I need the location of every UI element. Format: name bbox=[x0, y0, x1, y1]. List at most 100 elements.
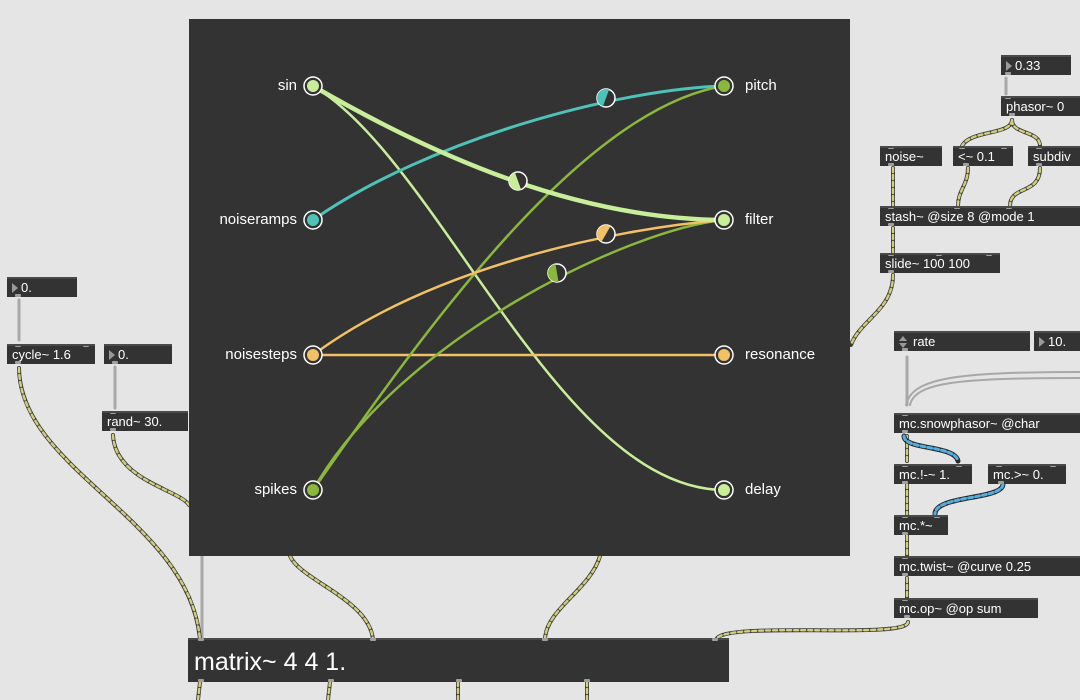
rate-attrui[interactable]: rate bbox=[894, 331, 1030, 351]
output-node-delay-icon bbox=[714, 480, 734, 500]
number-box-033[interactable]: 0.33 bbox=[1001, 55, 1071, 75]
matrix-object-text: matrix~ 4 4 1. bbox=[194, 648, 347, 676]
connection-spikes-filter bbox=[311, 218, 726, 492]
mc-not-object[interactable]: mc.!-~ 1. bbox=[894, 464, 972, 484]
slide-object[interactable]: slide~ 100 100 bbox=[880, 253, 1000, 273]
noise-object[interactable]: noise~ bbox=[880, 146, 942, 166]
inlet[interactable] bbox=[888, 255, 894, 256]
number-box-mid[interactable]: 0. bbox=[104, 344, 172, 364]
number-arrow-icon bbox=[1039, 337, 1045, 347]
cycle-object[interactable]: cycle~ 1.6 bbox=[7, 344, 95, 364]
outlet[interactable] bbox=[456, 679, 462, 682]
inlet[interactable] bbox=[1005, 98, 1011, 99]
outlet[interactable] bbox=[902, 430, 908, 433]
output-label-filter: filter bbox=[745, 211, 774, 228]
outlet[interactable] bbox=[902, 481, 908, 484]
input-label-noiseramps: noiseramps bbox=[219, 211, 297, 228]
outlet[interactable] bbox=[112, 361, 118, 364]
inlet[interactable] bbox=[1036, 148, 1042, 149]
inlet[interactable] bbox=[198, 638, 204, 641]
outlet[interactable] bbox=[110, 428, 116, 431]
cord-num10-snow bbox=[909, 377, 1080, 406]
inlet[interactable] bbox=[936, 255, 942, 256]
outlet[interactable] bbox=[198, 679, 204, 682]
outlet[interactable] bbox=[1009, 113, 1015, 116]
outlet[interactable] bbox=[15, 361, 21, 364]
number-box-left[interactable]: 0. bbox=[7, 277, 77, 297]
inlet[interactable] bbox=[959, 148, 965, 149]
mc-mul-object[interactable]: mc.*~ bbox=[894, 515, 948, 535]
gain-knob-teal-icon bbox=[596, 88, 616, 108]
inlet[interactable] bbox=[934, 517, 940, 518]
subdiv-object[interactable]: subdiv bbox=[1028, 146, 1080, 166]
outlet[interactable] bbox=[902, 573, 908, 576]
inlet[interactable] bbox=[370, 638, 376, 641]
outlet[interactable] bbox=[888, 223, 894, 226]
inlet[interactable] bbox=[902, 415, 908, 416]
outlet[interactable] bbox=[998, 481, 1004, 484]
updown-arrows-icon bbox=[899, 336, 909, 348]
outlet[interactable] bbox=[888, 270, 894, 273]
input-node-sin-icon bbox=[303, 76, 323, 96]
mc-op-object[interactable]: mc.op~ @op sum bbox=[894, 598, 1038, 618]
inlet[interactable] bbox=[1001, 148, 1007, 149]
inlet[interactable] bbox=[83, 346, 89, 347]
inlet[interactable] bbox=[902, 517, 908, 518]
mc-gt-object[interactable]: mc.>~ 0. bbox=[988, 464, 1066, 484]
gain-knob-green-icon bbox=[547, 263, 567, 283]
connection-spikes-pitch bbox=[311, 84, 726, 492]
inlet[interactable] bbox=[902, 558, 908, 559]
input-node-spikes-icon bbox=[303, 480, 323, 500]
connection-noiseramps-pitch bbox=[311, 84, 726, 222]
gain-knob-orange-icon bbox=[596, 224, 616, 244]
less-than-object[interactable]: <~ 0.1 bbox=[953, 146, 1013, 166]
stash-object[interactable]: stash~ @size 8 @mode 1 bbox=[880, 206, 1080, 226]
inlet[interactable] bbox=[902, 466, 908, 467]
inlet[interactable] bbox=[15, 346, 21, 347]
outlet[interactable] bbox=[902, 348, 908, 351]
matrix-object[interactable]: matrix~ 4 4 1. bbox=[188, 638, 729, 682]
inlet[interactable] bbox=[902, 600, 908, 601]
phasor-object[interactable]: phasor~ 0 bbox=[1001, 96, 1080, 116]
inlet[interactable] bbox=[542, 638, 548, 641]
outlet[interactable] bbox=[902, 532, 908, 535]
inlet[interactable] bbox=[956, 466, 962, 467]
number-box-10[interactable]: 10. bbox=[1034, 331, 1080, 351]
gain-knob-sin-filter-icon bbox=[508, 171, 528, 191]
input-node-noiseramps-icon bbox=[303, 210, 323, 230]
outlet[interactable] bbox=[888, 163, 894, 166]
matrix-routing-panel[interactable]: sin noiseramps noisesteps spikes pitch f… bbox=[189, 19, 850, 556]
number-arrow-icon bbox=[1006, 61, 1012, 71]
inlet[interactable] bbox=[888, 148, 894, 149]
number-arrow-icon bbox=[109, 350, 115, 360]
routing-graph bbox=[303, 76, 734, 500]
outlet[interactable] bbox=[584, 679, 590, 682]
connection-noisesteps-filter bbox=[311, 218, 726, 357]
output-label-delay: delay bbox=[745, 481, 781, 498]
snowphasor-object[interactable]: mc.snowphasor~ @char bbox=[894, 413, 1080, 433]
inlet[interactable] bbox=[986, 255, 992, 256]
output-node-filter-icon bbox=[714, 210, 734, 230]
mc-twist-object[interactable]: mc.twist~ @curve 0.25 bbox=[894, 556, 1080, 576]
input-label-sin: sin bbox=[277, 77, 297, 94]
cord-num10-snow-2 bbox=[905, 371, 1080, 406]
inlet[interactable] bbox=[110, 413, 116, 414]
inlet[interactable] bbox=[954, 208, 960, 209]
inlet[interactable] bbox=[996, 466, 1002, 467]
outlet[interactable] bbox=[1036, 163, 1042, 166]
rand-object[interactable]: rand~ 30. bbox=[102, 411, 188, 431]
input-node-noisesteps-icon bbox=[303, 345, 323, 365]
outlet[interactable] bbox=[1005, 72, 1011, 75]
outlet[interactable] bbox=[963, 163, 969, 166]
connection-sin-delay bbox=[311, 84, 726, 492]
input-label-noisesteps: noisesteps bbox=[225, 346, 297, 363]
outlet[interactable] bbox=[15, 294, 21, 297]
output-label-pitch: pitch bbox=[745, 77, 777, 94]
outlet[interactable] bbox=[904, 615, 910, 618]
inlet[interactable] bbox=[888, 208, 894, 209]
outlet[interactable] bbox=[328, 679, 334, 682]
inlet[interactable] bbox=[712, 638, 718, 641]
inlet[interactable] bbox=[1050, 466, 1056, 467]
inlet[interactable] bbox=[1006, 208, 1012, 209]
